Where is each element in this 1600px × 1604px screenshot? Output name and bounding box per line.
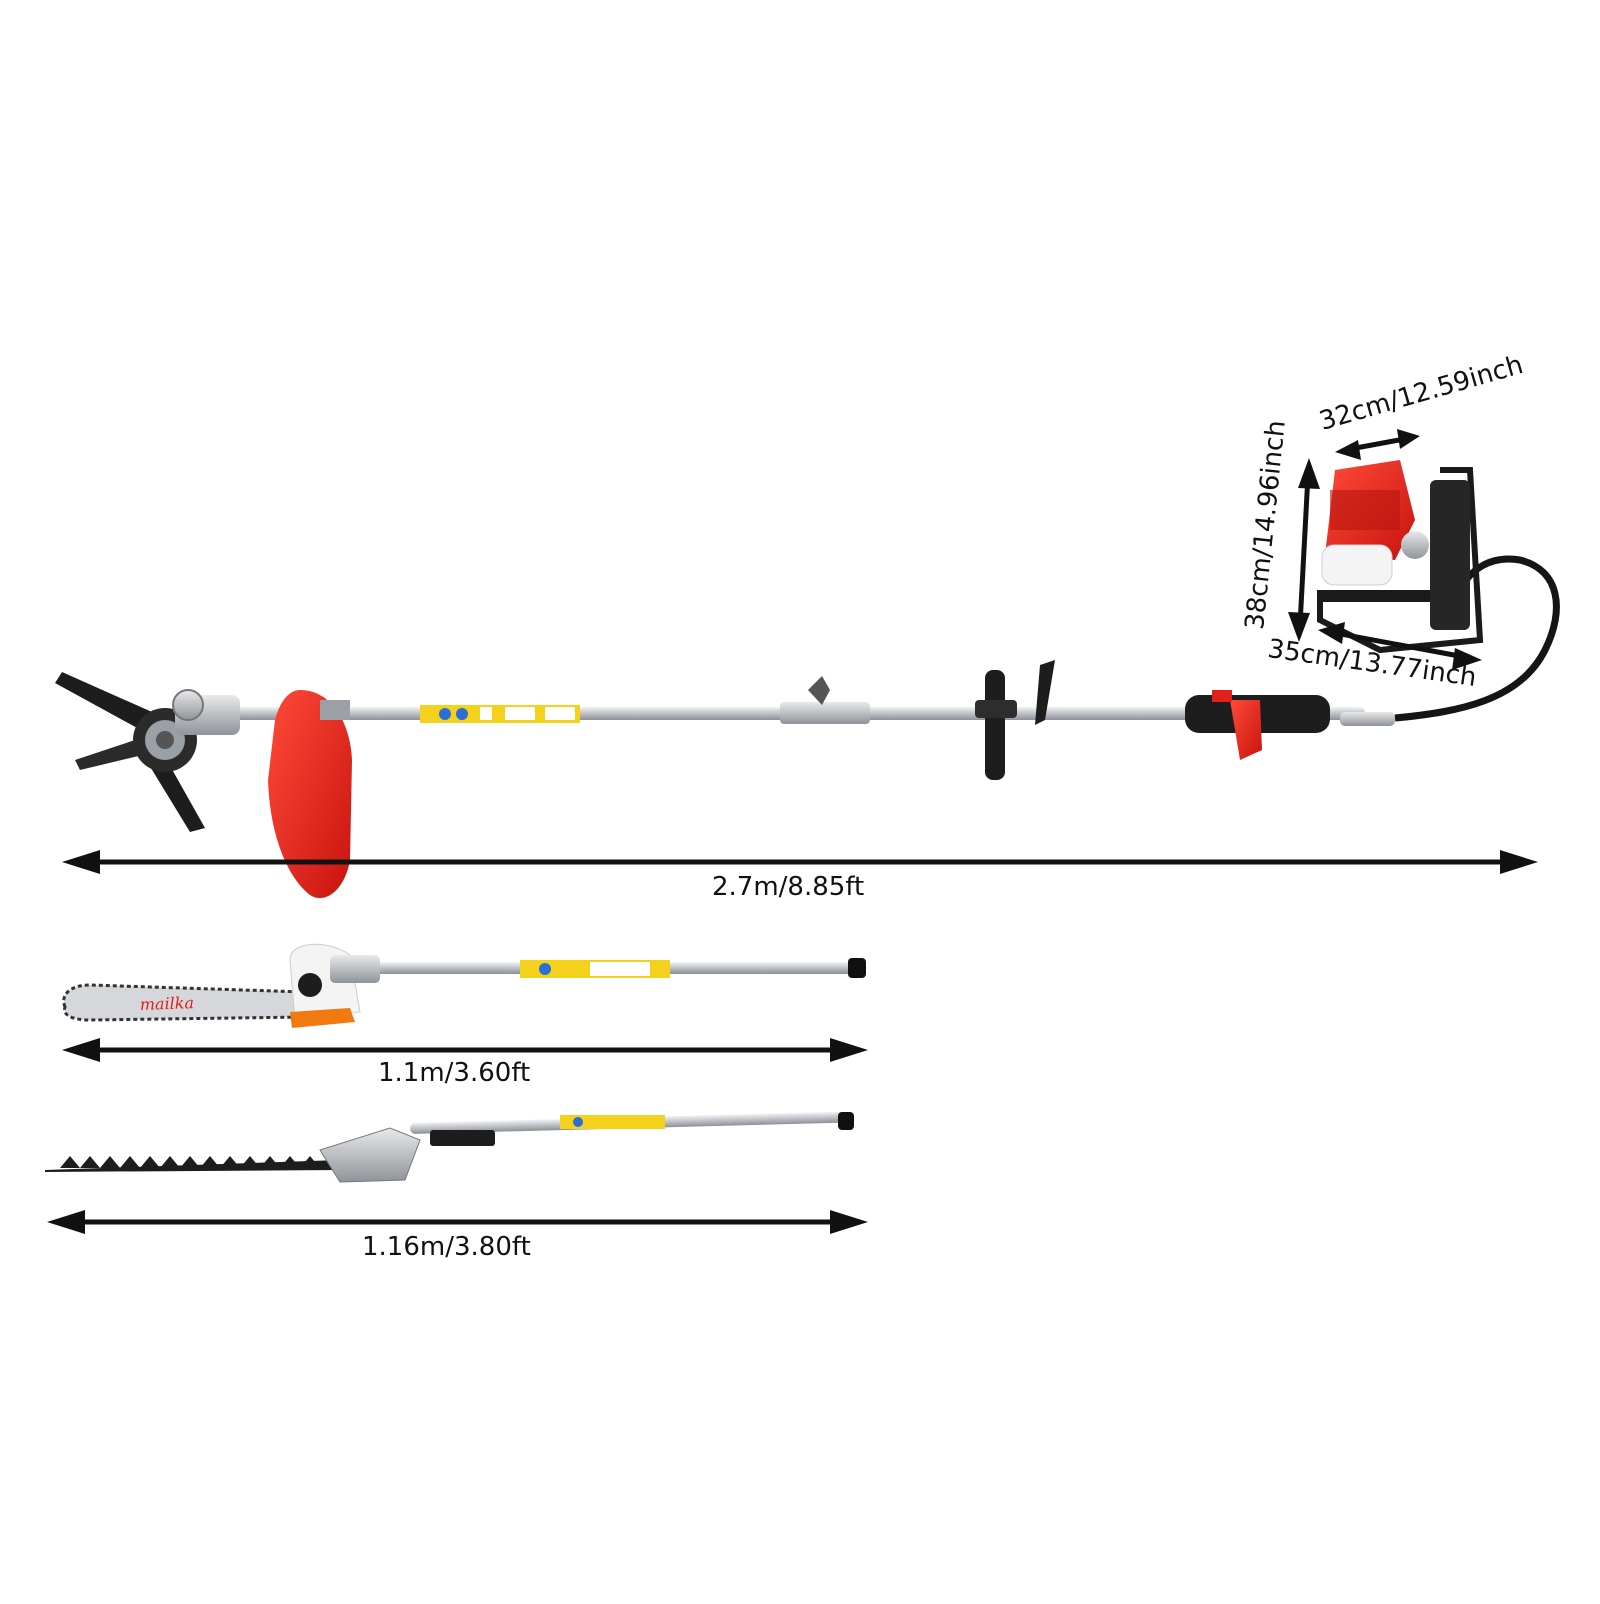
dimension-arrow-engine-width bbox=[1335, 429, 1420, 460]
main-unit-length-label: 2.7m/8.85ft bbox=[712, 872, 865, 902]
loop-handle bbox=[975, 660, 1055, 780]
hedge-trimmer-attachment bbox=[45, 1111, 854, 1183]
backpack-frame bbox=[1317, 467, 1484, 654]
warning-label bbox=[420, 705, 580, 723]
gear-head bbox=[172, 689, 240, 735]
pole-saw-attachment: mailka bbox=[62, 943, 866, 1028]
shaft-coupling bbox=[780, 676, 870, 724]
brush-cutter-main-unit bbox=[55, 555, 1560, 899]
bar-brand-text: mailka bbox=[139, 993, 194, 1014]
backpack-engine bbox=[1317, 460, 1484, 654]
dimension-arrow-hedge bbox=[47, 1210, 868, 1234]
warning-label bbox=[520, 960, 670, 978]
warning-label bbox=[560, 1115, 665, 1129]
dimension-arrow-main bbox=[62, 850, 1538, 874]
pole-saw-length-label: 1.1m/3.60ft bbox=[378, 1058, 531, 1088]
hedge-trimmer-length-label: 1.16m/3.80ft bbox=[362, 1232, 531, 1262]
blade-guard bbox=[268, 690, 352, 899]
drive-cable bbox=[1394, 555, 1560, 722]
dimension-arrow-engine-height bbox=[1288, 458, 1320, 642]
dimension-arrow-engine-depth bbox=[1318, 622, 1482, 670]
dimension-arrow-pole-saw bbox=[62, 1038, 868, 1062]
throttle-handle bbox=[1185, 690, 1395, 760]
